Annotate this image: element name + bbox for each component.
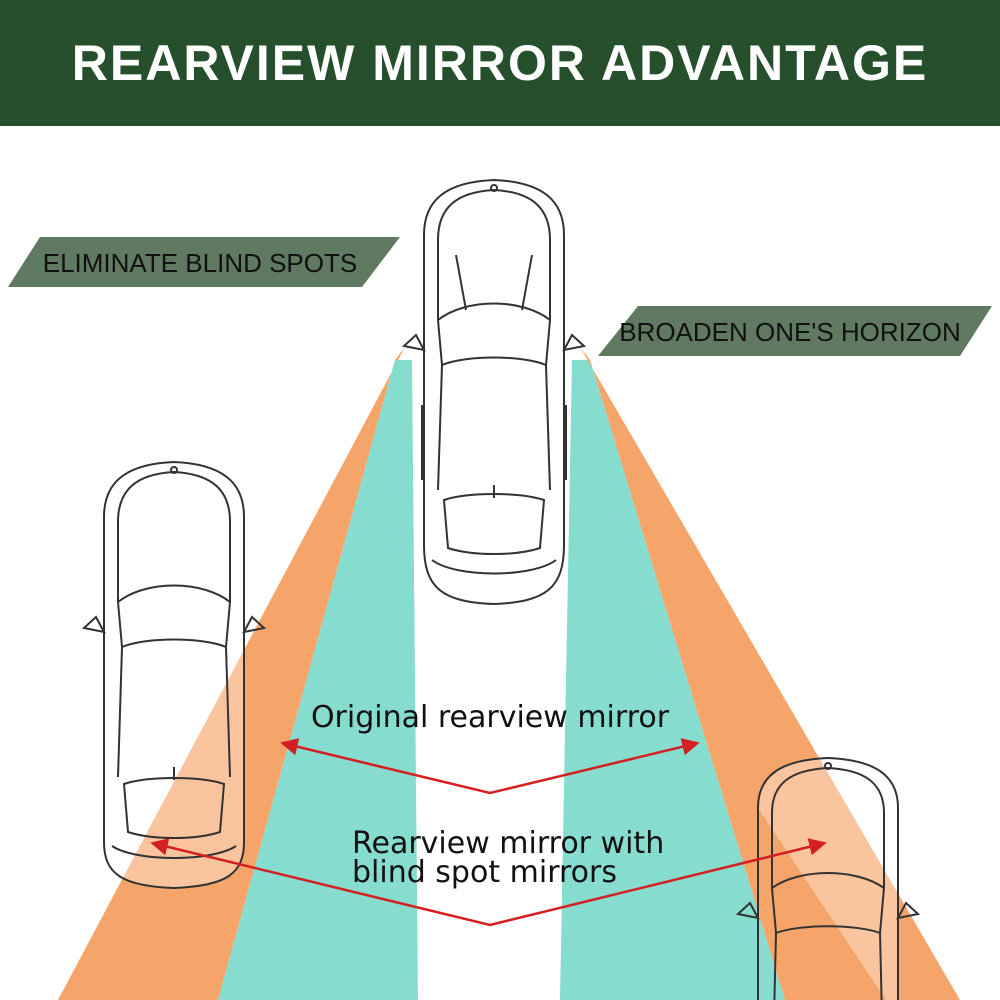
left-car xyxy=(81,460,267,890)
main-car xyxy=(401,178,587,606)
banner-left-text: ELIMINATE BLIND SPOTS xyxy=(43,248,357,278)
banner-left-bg xyxy=(8,237,400,287)
banner-right-text: BROADEN ONE'S HORIZON xyxy=(619,317,961,347)
label-original-mirror: Original rearview mirror xyxy=(311,700,670,735)
title-header: REARVIEW MIRROR ADVANTAGE xyxy=(0,0,1000,126)
arrows xyxy=(150,738,827,927)
right-car xyxy=(735,756,921,1000)
arrow-original xyxy=(280,738,700,795)
label-blind-line2: blind spot mirrors xyxy=(352,855,617,890)
arrow-blind-spot xyxy=(150,838,827,927)
label-blind-line1: Rearview mirror with xyxy=(352,826,664,861)
blind-spot-zone-right xyxy=(580,347,960,1000)
page-title: REARVIEW MIRROR ADVANTAGE xyxy=(71,35,929,91)
banner-right-bg xyxy=(598,306,992,356)
